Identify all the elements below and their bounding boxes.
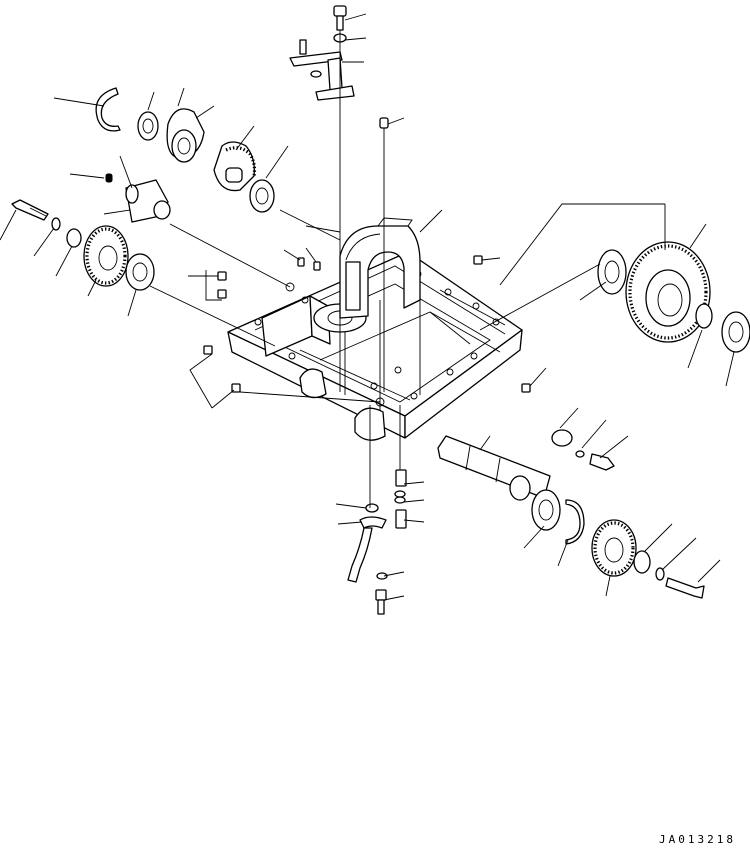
washer-left-large <box>66 228 82 248</box>
bearing-small-left <box>137 111 159 141</box>
bevel-gear-upper <box>213 141 257 192</box>
gear-left <box>83 225 129 287</box>
oil-pipe <box>347 503 387 583</box>
bearing-upper-middle <box>249 179 275 213</box>
washer-right-upper <box>695 303 713 329</box>
drain-plug-stack <box>394 469 407 529</box>
bolt-lower-center <box>375 572 388 615</box>
drawing-number: JA013218 <box>659 833 736 846</box>
large-gear-right <box>625 241 711 343</box>
leader-lines <box>0 13 735 601</box>
transmission-housing <box>227 217 523 441</box>
output-shaft <box>437 435 551 501</box>
washer-output-small <box>655 567 665 581</box>
washer-left-small <box>51 217 61 231</box>
snap-ring-left <box>95 87 121 132</box>
bolt-output <box>665 577 705 599</box>
linkage-bracket <box>289 39 355 101</box>
bearing-right-far <box>721 311 750 353</box>
top-bolt <box>333 5 347 31</box>
bearing-output <box>531 489 561 531</box>
bearing-right-upper <box>597 249 627 295</box>
input-shaft-left <box>105 173 171 223</box>
gear-output <box>591 519 637 577</box>
spacer-mid <box>551 429 615 471</box>
snap-ring-output <box>565 499 585 545</box>
washer-output-large <box>633 550 651 574</box>
bearing-housing-left <box>166 108 205 163</box>
long-bolt-center <box>379 117 389 129</box>
bearing-left-lower <box>125 253 155 291</box>
bolt-left <box>11 199 49 221</box>
housing-bolts <box>203 255 531 393</box>
